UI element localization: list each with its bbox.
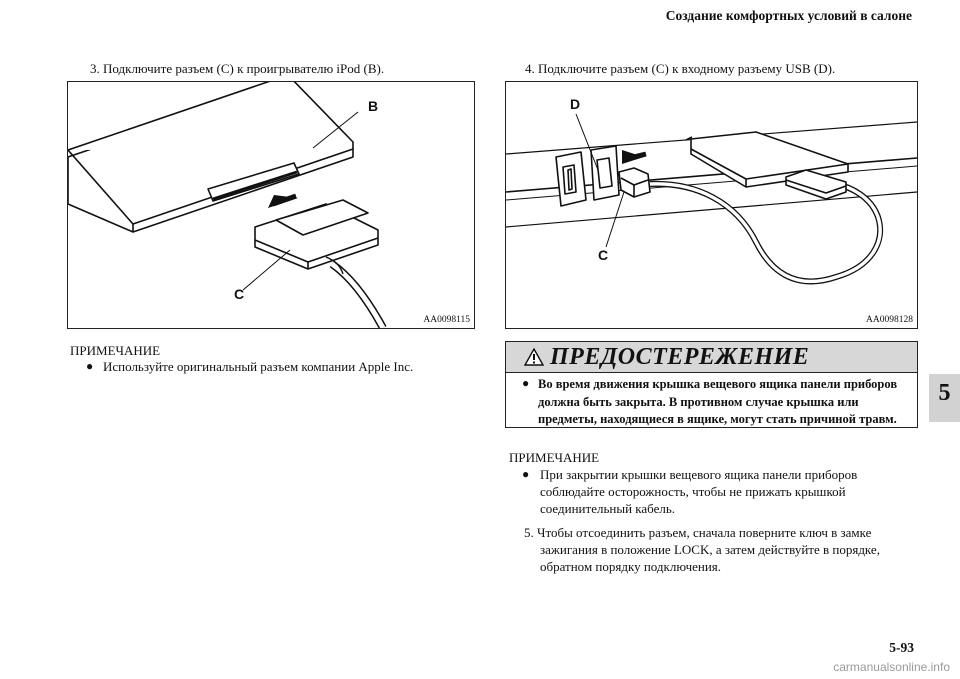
page-header: Создание комфортных условий в салоне — [665, 8, 912, 23]
figure-code: AA0098115 — [423, 315, 470, 325]
warning-text: Во время движения крышка вещевого ящика … — [506, 373, 917, 429]
note-title-right: ПРИМЕЧАНИЕ — [509, 450, 600, 465]
note-text-right: При закрытии крышки вещевого ящика панел… — [540, 466, 857, 517]
bullet-icon: ● — [86, 359, 94, 373]
step-5-line: зажигания в положение LOCK, а затем дейс… — [540, 542, 880, 557]
chapter-number: 5 — [938, 380, 951, 406]
note-title-left: ПРИМЕЧАНИЕ — [70, 343, 161, 358]
note-line: соблюдайте осторожность, чтобы не прижат… — [540, 484, 846, 499]
warning-header: ПРЕДОСТЕРЕЖЕНИЕ — [506, 342, 917, 373]
watermark: carmanualsonline.info — [833, 660, 950, 674]
figure-code-right: AA0098128 — [866, 315, 913, 325]
warning-triangle-icon — [524, 348, 544, 366]
label-c: C — [234, 286, 245, 302]
page-number: 5-93 — [889, 640, 914, 655]
chapter-tab: 5 — [929, 374, 960, 422]
figure-usb: D C AA0098128 — [505, 81, 918, 329]
note-line: соединительный кабель. — [540, 501, 676, 516]
label-d: D — [570, 96, 581, 112]
warning-box: ПРЕДОСТЕРЕЖЕНИЕ ● Во время движения крыш… — [505, 341, 918, 428]
step-5: 5. Чтобы отсоединить разъем, сначала пов… — [524, 524, 880, 575]
label-b: B — [368, 98, 379, 114]
note-bullet-icon: ● — [522, 467, 530, 481]
step-5-line: обратном порядку подключения. — [540, 559, 722, 574]
step-5-line: 5. Чтобы отсоединить разъем, сначала пов… — [524, 525, 872, 540]
warning-bullet-icon: ● — [522, 376, 530, 390]
warning-line: предметы, находящиеся в ящике, могут ста… — [538, 412, 897, 426]
warning-title: ПРЕДОСТЕРЕЖЕНИЕ — [550, 344, 810, 370]
warning-line: должна быть закрыта. В противном случае … — [538, 394, 859, 409]
note-text-left: Используйте оригинальный разъем компании… — [103, 359, 414, 374]
step-3: 3. Подключите разъем (C) к проигрывателю… — [90, 61, 385, 76]
ipod-illustration — [67, 74, 387, 330]
usb-illustration — [505, 113, 918, 285]
figure-ipod: B C AA0098115 — [67, 74, 475, 330]
step-4: 4. Подключите разъем (C) к входному разъ… — [525, 61, 836, 76]
warning-line: Во время движения крышка вещевого ящика … — [538, 377, 898, 391]
label-c-right: C — [598, 247, 609, 263]
note-line: При закрытии крышки вещевого ящика панел… — [540, 467, 858, 482]
